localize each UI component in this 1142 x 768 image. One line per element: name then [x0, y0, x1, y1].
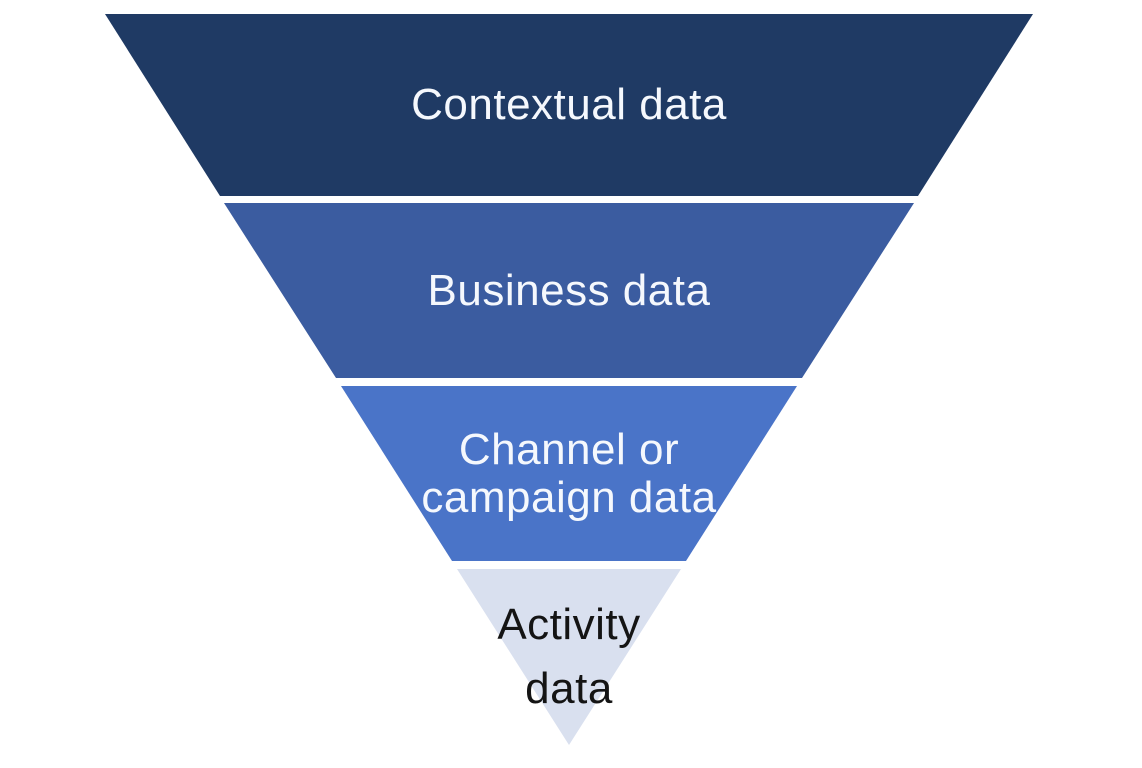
funnel-layer-contextual-data-shape	[105, 14, 1033, 196]
funnel-layer-channel-campaign-data-shape	[341, 386, 797, 561]
funnel-layer-activity-data-shape	[457, 569, 681, 745]
funnel-layer-business-data-shape	[224, 203, 914, 378]
